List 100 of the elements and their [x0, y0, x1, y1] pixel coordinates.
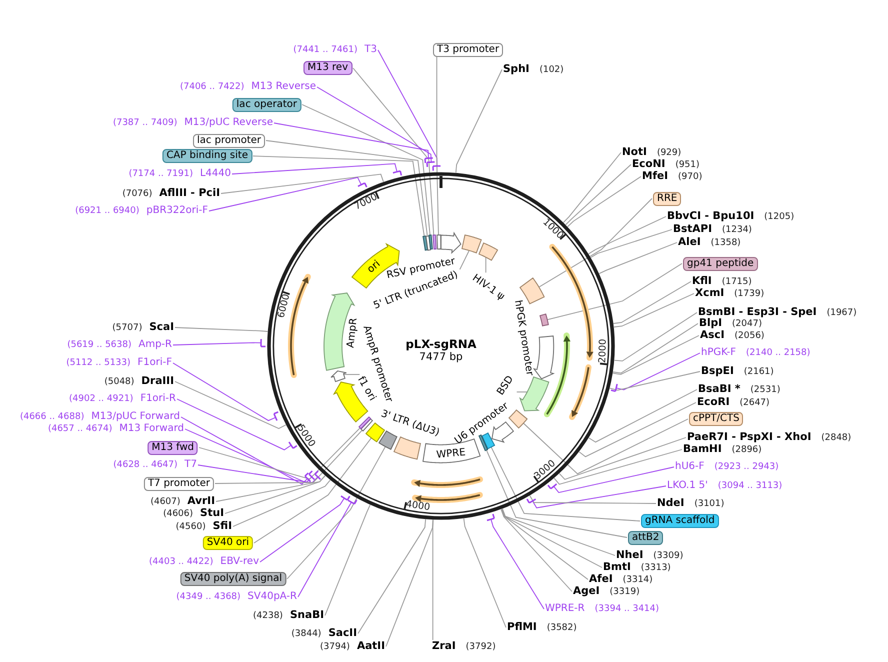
leader-line	[224, 475, 326, 514]
tick-label: 7000	[352, 192, 380, 213]
leader-line	[254, 437, 372, 544]
leader-line	[546, 263, 682, 320]
enzyme-name: AleI	[678, 236, 701, 248]
enzyme-name: KflI	[692, 275, 712, 287]
primer-site-mark	[314, 470, 322, 481]
leader-line	[614, 312, 698, 362]
leader-line	[174, 381, 286, 429]
enzyme-name: SnaBI	[290, 609, 324, 621]
feature-segment	[378, 430, 398, 451]
leader-line	[274, 122, 429, 159]
leader-line	[502, 508, 616, 556]
feature-segment	[478, 242, 500, 261]
leader-line	[485, 256, 486, 274]
leader-line	[553, 466, 674, 494]
primer-range: (2923 .. 2943)	[714, 461, 779, 473]
primer-name: hPGK-F	[701, 347, 736, 359]
enzyme-name: MfeI	[642, 170, 668, 182]
feature-segment	[533, 334, 555, 380]
site-position: (951)	[675, 159, 700, 171]
leader-line	[198, 427, 361, 480]
leader-line	[286, 446, 386, 580]
feature-segment	[432, 234, 437, 250]
site-position: (1967)	[826, 307, 857, 319]
site-position: (1234)	[722, 224, 752, 236]
site-position: (4607)	[150, 496, 180, 508]
primer-name: M13/pUC Reverse	[184, 117, 273, 129]
enzyme-name: SacII	[328, 627, 357, 639]
site-position: (4238)	[253, 610, 283, 622]
leader-line	[538, 198, 652, 288]
feature-label: gRNA scaffold	[641, 514, 719, 528]
primer-name: SV40pA-R	[248, 591, 297, 603]
feature-segment	[330, 370, 348, 383]
primer-name: L4440	[200, 168, 231, 180]
feature-name: AmpR	[345, 318, 361, 348]
site-position: (4560)	[176, 521, 206, 533]
enzyme-name: PflMI	[507, 621, 537, 633]
primer-name: F1ori-F	[138, 357, 172, 369]
enzyme-name: BmtI	[603, 561, 631, 573]
feature-label: lac operator	[232, 98, 301, 112]
site-position: (2161)	[744, 366, 774, 378]
enzyme-name: SfiI	[212, 520, 232, 532]
site-position: (1205)	[764, 211, 794, 223]
enzyme-name: ScaI	[149, 321, 174, 333]
primer-name: LKO.1 5'	[667, 480, 708, 492]
feature-name: 3' LTR (ΔU3)	[379, 408, 441, 440]
primer-range: (2140 .. 2158)	[746, 347, 810, 359]
feature-segment	[392, 436, 421, 460]
leader-line	[266, 140, 428, 236]
feature-segment	[519, 376, 550, 412]
feature-label: gp41 peptide	[683, 256, 758, 270]
enzyme-name: XcmI	[695, 287, 724, 299]
leader-line	[232, 163, 398, 174]
primer-range: (4902 .. 4921)	[69, 393, 134, 405]
leader-line	[523, 418, 688, 474]
enzyme-name: SphI	[503, 63, 530, 75]
leader-line	[260, 497, 345, 562]
enzyme-name: BbvCI - Bpu10I	[667, 210, 754, 222]
tick-label: 4000	[406, 499, 432, 514]
enzyme-name: AgeI	[573, 585, 600, 597]
site-position: (2647)	[740, 397, 770, 409]
primer-site-mark	[547, 482, 558, 490]
site-position: (5707)	[112, 322, 142, 334]
leader-line	[616, 352, 700, 390]
leader-line	[612, 323, 698, 374]
primer-site-mark	[486, 512, 496, 521]
site-position: (3792)	[466, 641, 496, 653]
leader-line	[180, 416, 308, 485]
enzyme-name: EcoNI	[632, 158, 666, 170]
primer-range: (3094 .. 3113)	[718, 480, 782, 492]
site-position: (1715)	[722, 276, 752, 288]
leader-line	[501, 508, 602, 568]
primer-name: M13 Reverse	[251, 81, 316, 93]
site-position: (929)	[656, 147, 682, 159]
feature-segment	[323, 292, 356, 372]
site-position: (2531)	[750, 384, 780, 396]
site-position: (1358)	[710, 237, 741, 249]
primer-site-mark	[432, 165, 442, 172]
primer-name: Amp-R	[138, 339, 172, 351]
site-position: (2896)	[732, 444, 762, 456]
leader-line	[612, 335, 700, 375]
feature-label: cPPT/CTS	[689, 412, 744, 426]
leader-line	[554, 449, 682, 485]
leader-line	[565, 164, 632, 226]
primer-range: (4349 .. 4368)	[176, 591, 241, 603]
enzyme-name: BamHI	[683, 443, 722, 455]
primer-site-mark	[347, 499, 358, 505]
primer-range: (4403 .. 4422)	[149, 556, 214, 568]
feature-segment	[365, 422, 386, 443]
primer-range: (7387 .. 7409)	[112, 117, 178, 129]
leader-line	[198, 464, 318, 484]
primer-site-mark	[526, 498, 537, 504]
enzyme-name: BsmBI - Esp3I - SpeI	[698, 306, 817, 318]
tick-label: 6000	[276, 292, 292, 320]
primer-name: pBR322ori-F	[146, 205, 208, 217]
leader-line	[490, 518, 544, 610]
leader-line	[344, 374, 360, 375]
enzyme-name: BsaBI *	[698, 383, 740, 395]
primer-site-mark	[340, 494, 351, 501]
